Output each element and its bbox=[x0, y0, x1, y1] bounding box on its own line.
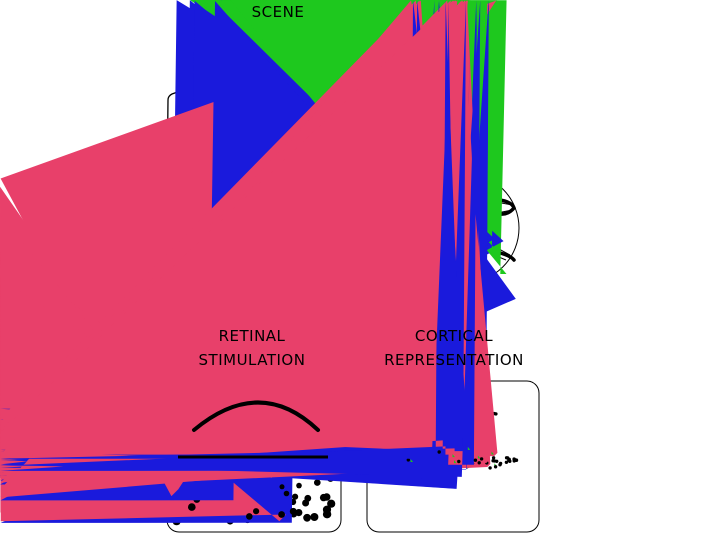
rod-dot bbox=[296, 482, 302, 489]
rod-dot bbox=[493, 465, 498, 469]
cone-triangle bbox=[477, 455, 481, 459]
rod-dot bbox=[314, 479, 321, 486]
cone-triangle bbox=[491, 451, 494, 455]
rod-dot bbox=[188, 503, 196, 511]
retinal-arc bbox=[192, 400, 320, 432]
rod-dot bbox=[246, 513, 253, 520]
retinal-title-line1: RETINAL bbox=[218, 327, 286, 345]
rod-dot bbox=[473, 458, 478, 462]
rod-dot bbox=[512, 459, 516, 463]
rod-dot bbox=[491, 459, 495, 463]
cone-triangle bbox=[454, 460, 457, 464]
rod-dot bbox=[479, 457, 484, 461]
rod-dot bbox=[304, 494, 312, 502]
rod-dot bbox=[327, 499, 336, 508]
rod-dot bbox=[292, 493, 299, 500]
rod-dot bbox=[504, 460, 509, 464]
cone-triangle bbox=[467, 446, 471, 450]
rod-dot bbox=[289, 507, 297, 515]
retinal-image-line bbox=[498, 198, 516, 216]
rod-dot bbox=[477, 461, 481, 465]
cone-triangle bbox=[0, 0, 451, 451]
rod-dot bbox=[278, 511, 285, 518]
cone-triangle bbox=[452, 454, 455, 458]
cone-triangle bbox=[0, 0, 404, 410]
rod-dot bbox=[494, 412, 498, 416]
rod-dot bbox=[283, 490, 290, 497]
rod-dot bbox=[437, 450, 441, 454]
rod-dot bbox=[279, 484, 285, 490]
cortical-title-line2: REPRESENTATION bbox=[384, 351, 524, 369]
rod-dot bbox=[507, 457, 511, 461]
rod-dot bbox=[322, 505, 332, 514]
retinal-title-line2: STIMULATION bbox=[198, 351, 306, 369]
rod-dot bbox=[457, 459, 461, 464]
rod-dot bbox=[495, 459, 499, 463]
rod-dot bbox=[303, 513, 311, 522]
rod-dot bbox=[406, 458, 410, 462]
rod-dot bbox=[491, 456, 496, 460]
rod-dot bbox=[498, 461, 503, 466]
rod-dot bbox=[488, 466, 492, 470]
cortical-title-line1: CORTICAL bbox=[414, 327, 494, 345]
cone-triangle bbox=[410, 459, 414, 463]
cortical-mosaic bbox=[0, 0, 519, 498]
rod-dot bbox=[253, 508, 260, 515]
scene-title: SCENE bbox=[251, 3, 305, 21]
rod-dot bbox=[310, 513, 319, 521]
rod-dot bbox=[322, 493, 331, 501]
